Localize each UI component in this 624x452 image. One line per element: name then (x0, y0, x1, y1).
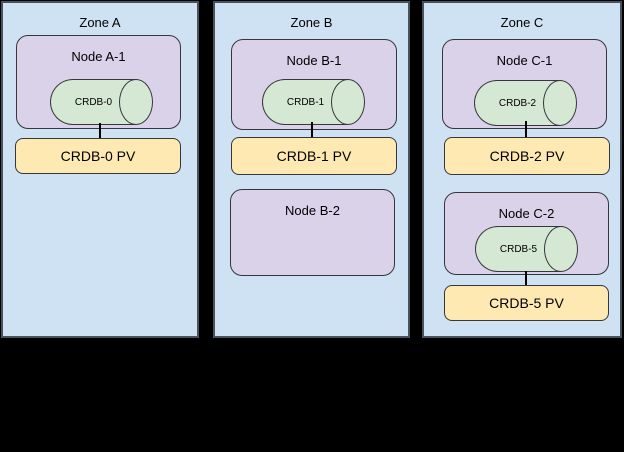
cylinder-cap (544, 225, 578, 272)
node-a-1: Node A-1 CRDB-0 (16, 35, 181, 129)
node-b-1-label: Node B-1 (286, 53, 342, 68)
node-c-2: Node C-2 CRDB-5 (444, 192, 609, 275)
zone-b-title: Zone B (290, 15, 333, 30)
pv-crdb-1: CRDB-1 PV (231, 137, 397, 175)
pv-label: CRDB-5 PV (489, 295, 564, 311)
node-c-1-label: Node C-1 (496, 53, 553, 68)
zone-a: Zone A Node A-1 CRDB-0 CRDB-0 PV (1, 1, 199, 338)
cylinder-label: CRDB-5 (499, 243, 538, 255)
cylinder-label: CRDB-1 (286, 96, 325, 108)
pv-label: CRDB-1 PV (276, 148, 352, 164)
node-c-1: Node C-1 CRDB-2 (442, 39, 607, 129)
cylinder-crdb-0: CRDB-0 (50, 78, 153, 125)
pv-connector-line (311, 122, 313, 138)
pv-connector-line (525, 271, 527, 286)
cylinder-label: CRDB-0 (74, 96, 113, 108)
cylinder-crdb-1: CRDB-1 (262, 78, 365, 125)
cylinder-cap (119, 78, 153, 125)
pv-connector-line (525, 121, 527, 138)
node-b-2-label: Node B-2 (285, 203, 340, 218)
zone-b: Zone B Node B-1 CRDB-1 CRDB-1 PV Node B-… (213, 1, 410, 338)
pv-label: CRDB-0 PV (60, 148, 136, 164)
node-b-1: Node B-1 CRDB-1 (231, 39, 397, 130)
pv-crdb-0: CRDB-0 PV (15, 138, 181, 174)
cylinder-cap (331, 78, 365, 125)
pv-label: CRDB-2 PV (489, 148, 565, 164)
cylinder-label: CRDB-2 (498, 97, 537, 109)
pv-crdb-5: CRDB-5 PV (444, 285, 609, 321)
zone-c-title: Zone C (500, 15, 544, 30)
node-b-2: Node B-2 (230, 189, 395, 276)
zone-a-title: Zone A (79, 15, 121, 30)
cylinder-cap (543, 79, 577, 126)
pv-crdb-2: CRDB-2 PV (444, 137, 610, 175)
pv-connector-line (99, 123, 101, 139)
node-a-1-label: Node A-1 (71, 49, 126, 64)
zone-c: Zone C Node C-1 CRDB-2 CRDB-2 PV Node C-… (422, 1, 622, 338)
cylinder-crdb-5: CRDB-5 (475, 225, 578, 272)
cylinder-crdb-2: CRDB-2 (474, 79, 577, 126)
node-c-2-label: Node C-2 (498, 206, 555, 221)
